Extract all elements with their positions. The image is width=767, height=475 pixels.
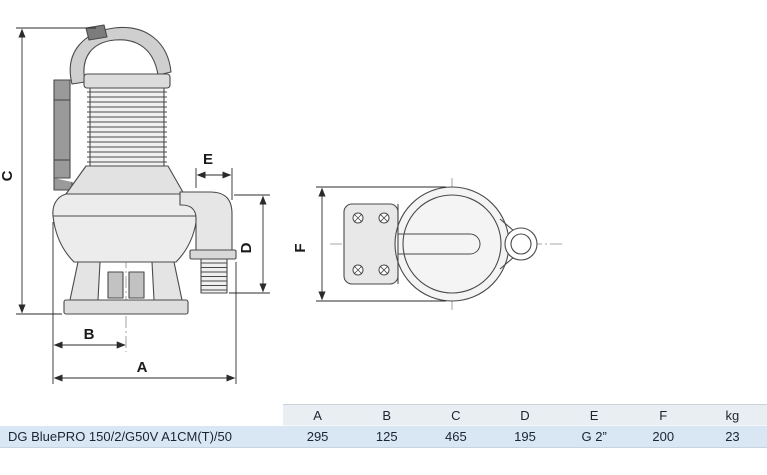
thread-lines xyxy=(201,262,227,291)
handle-grip xyxy=(85,24,108,41)
discharge-tangents xyxy=(499,218,515,270)
dim-label-f: F xyxy=(292,243,309,252)
motor-cap xyxy=(83,73,171,89)
base-leg-left xyxy=(69,261,101,301)
dimension-lines xyxy=(16,27,446,384)
col-header-kg: kg xyxy=(697,404,767,426)
col-header-b: B xyxy=(352,404,422,426)
dimensions-table: A B C D E F kg DG BluePRO 150/2/G50V A1C… xyxy=(0,404,767,448)
col-header-e: E xyxy=(559,404,629,426)
top-view xyxy=(330,178,562,310)
value-e: G 2” xyxy=(581,429,607,444)
value-b: 125 xyxy=(375,429,398,444)
model-name: DG BluePRO 150/2/G50V A1CM(T)/50 xyxy=(8,429,232,444)
suction-slot-right xyxy=(128,271,145,299)
table-header-row: A B C D E F kg xyxy=(0,404,767,426)
dim-label-b: B xyxy=(84,326,95,343)
lower-housing xyxy=(65,165,185,195)
base-leg-right xyxy=(151,261,183,301)
pump-diagram: C E D B A F xyxy=(0,24,562,384)
discharge-flange xyxy=(189,249,237,260)
clamp-bolts xyxy=(352,212,390,276)
col-header-f: F xyxy=(628,404,698,426)
value-kg: 23 xyxy=(725,429,740,444)
dim-label-a: A xyxy=(137,359,148,376)
dimension-labels: C E D B A F xyxy=(0,151,309,376)
body-inner-circle xyxy=(402,194,502,294)
value-d: 195 xyxy=(514,429,536,444)
col-header-c: C xyxy=(421,404,491,426)
value-a: 295 xyxy=(306,429,329,444)
model-header-spacer xyxy=(0,404,283,426)
table-row: DG BluePRO 150/2/G50V A1CM(T)/50 295 125… xyxy=(0,426,767,448)
value-c: 465 xyxy=(445,429,467,444)
top-discharge-outer xyxy=(504,227,538,261)
clamp-bracket xyxy=(343,203,399,285)
top-discharge-inner xyxy=(510,233,532,255)
body-outer-circle xyxy=(394,186,510,302)
base-plate xyxy=(63,299,189,315)
dim-label-d: D xyxy=(238,242,255,253)
cable-bracket xyxy=(53,79,71,179)
discharge-thread xyxy=(200,258,228,294)
front-view xyxy=(52,24,237,352)
value-f: 200 xyxy=(652,429,675,444)
dim-label-c: C xyxy=(0,170,16,181)
col-header-a: A xyxy=(283,404,353,426)
col-header-d: D xyxy=(490,404,560,426)
cooling-fins xyxy=(87,91,167,163)
volute-casing xyxy=(52,193,198,263)
dim-label-e: E xyxy=(203,151,213,168)
handle-top-outline xyxy=(398,233,481,255)
suction-slot-left xyxy=(107,271,124,299)
